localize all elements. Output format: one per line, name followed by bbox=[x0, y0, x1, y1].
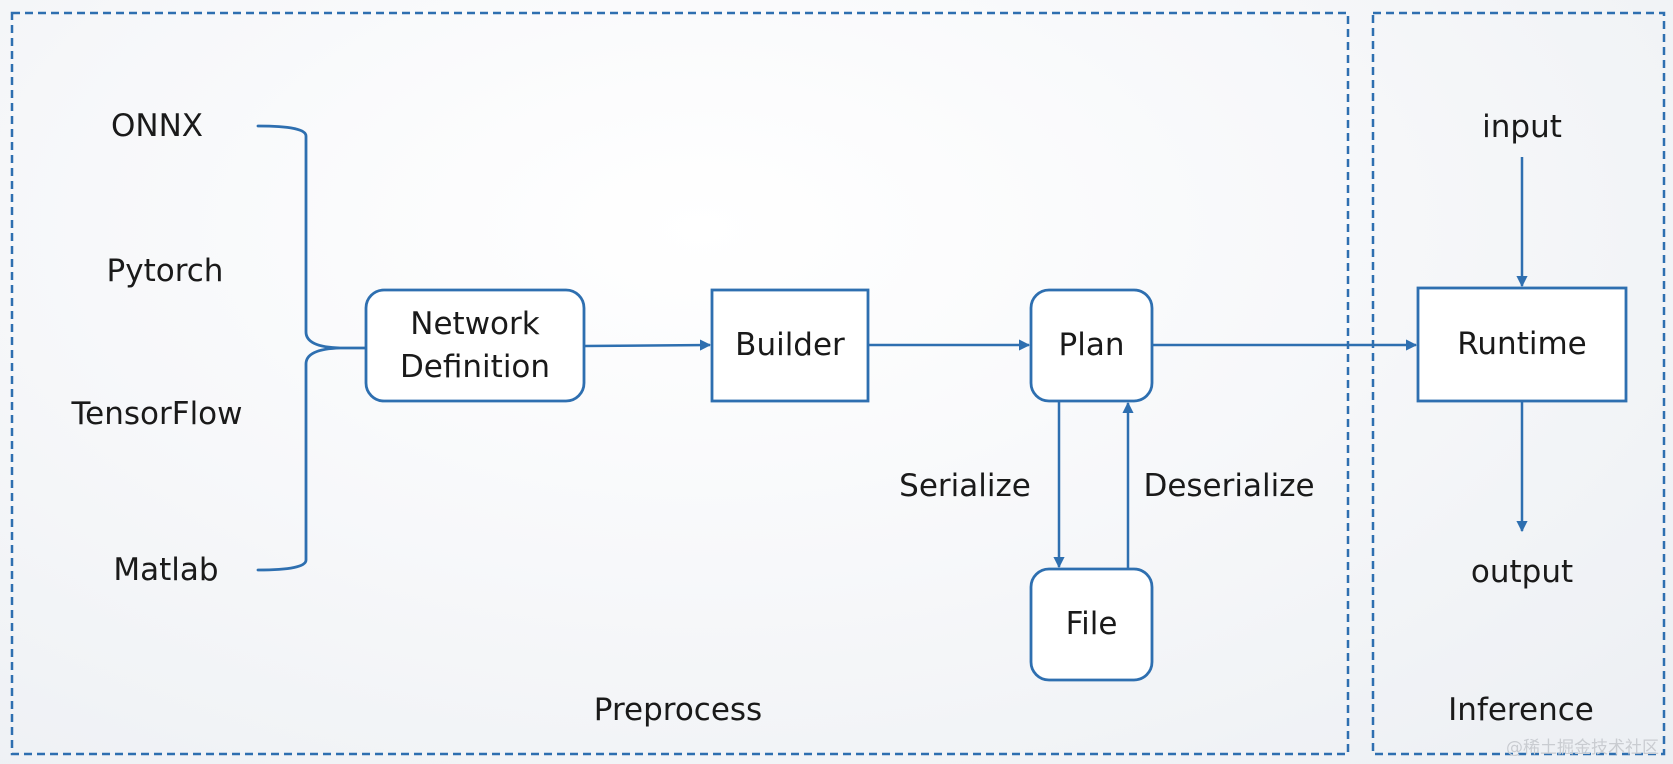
network-definition-line-1: Network bbox=[410, 305, 540, 342]
builder-label: Builder bbox=[735, 327, 845, 363]
serialize-label: Serialize bbox=[899, 468, 1031, 504]
plan-label: Plan bbox=[1058, 327, 1125, 363]
preprocess-region bbox=[10, 11, 1350, 756]
edge-netdef-to-builder bbox=[583, 339, 712, 351]
output-label: output bbox=[1470, 554, 1574, 590]
source-label-onnx: ONNX bbox=[110, 108, 204, 144]
file-box bbox=[1029, 567, 1154, 682]
inference-region bbox=[1371, 11, 1666, 756]
input-label: input bbox=[1482, 109, 1562, 145]
sources-brace bbox=[256, 124, 368, 572]
source-label-tensorflow: TensorFlow bbox=[71, 396, 243, 432]
preprocess-label: Preprocess bbox=[593, 692, 763, 728]
runtime-label: Runtime bbox=[1457, 326, 1587, 362]
network-definition-label: Network Definition bbox=[366, 290, 584, 401]
watermark-text: @稀土掘金技术社区 bbox=[1506, 738, 1659, 758]
inference-label: Inference bbox=[1448, 692, 1594, 728]
file-label: File bbox=[1065, 606, 1118, 642]
network-definition-line-2: Definition bbox=[399, 348, 551, 385]
source-label-matlab: Matlab bbox=[113, 552, 219, 588]
builder-box bbox=[710, 288, 870, 403]
source-label-pytorch: Pytorch bbox=[106, 253, 224, 289]
deserialize-label: Deserialize bbox=[1143, 468, 1315, 504]
